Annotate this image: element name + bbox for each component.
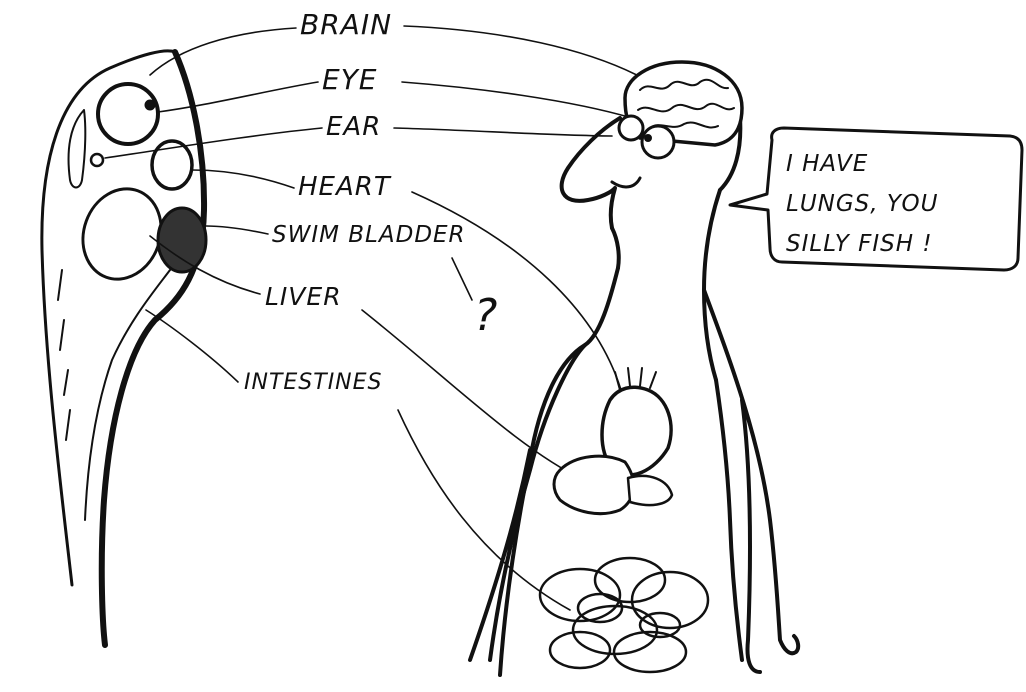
- intestines-line-fish: [146, 310, 238, 382]
- human-figure: [470, 62, 798, 675]
- fish-figure: [42, 51, 206, 645]
- human-eye-left: [619, 116, 643, 140]
- heart-line-fish: [192, 170, 294, 188]
- eye-line-fish: [158, 82, 318, 112]
- human-intestines: [540, 558, 708, 672]
- human-neck-front: [612, 228, 619, 268]
- human-stomach: [628, 476, 672, 505]
- label-brain: BRAIN: [300, 8, 392, 41]
- fish-fin-ray: [69, 110, 86, 188]
- question-pointer: [452, 258, 472, 300]
- swim-bladder-line: [206, 226, 268, 234]
- label-eye: EYE: [322, 63, 378, 96]
- label-swim-bladder: SWIM BLADDER: [272, 222, 466, 248]
- human-torso-right: [716, 380, 742, 660]
- fish-pupil: [145, 100, 155, 110]
- label-ear: EAR: [326, 112, 381, 142]
- human-pupil: [645, 135, 652, 142]
- human-mouth: [612, 178, 640, 187]
- eye-line-human: [402, 82, 632, 118]
- intestine-coil: [550, 632, 610, 668]
- speech-line-1: I HAVE: [786, 144, 938, 184]
- human-arm-right: [704, 290, 798, 672]
- liver-line-human: [362, 310, 584, 480]
- human-eye-right: [642, 126, 674, 158]
- fish-gill-slits: [58, 270, 70, 440]
- label-heart: HEART: [298, 172, 391, 202]
- label-liver: LIVER: [265, 282, 342, 311]
- human-liver: [554, 456, 634, 513]
- intestines-line-human: [398, 410, 570, 610]
- ear-line-human: [394, 128, 612, 136]
- speech-line-3: SILLY FISH !: [786, 224, 938, 264]
- label-intestines: INTESTINES: [244, 370, 383, 395]
- speech-bubble-text: I HAVE LUNGS, YOU SILLY FISH !: [786, 144, 938, 264]
- brain-line-human: [404, 26, 650, 82]
- fish-eye: [98, 84, 158, 144]
- human-neck-back: [704, 190, 720, 380]
- question-mark: ?: [474, 290, 497, 341]
- speech-line-2: LUNGS, YOU: [786, 184, 938, 224]
- intestine-coil: [614, 632, 686, 672]
- fish-ear: [91, 154, 103, 166]
- fish-swim-bladder: [158, 208, 206, 272]
- fish-intestine: [85, 270, 170, 520]
